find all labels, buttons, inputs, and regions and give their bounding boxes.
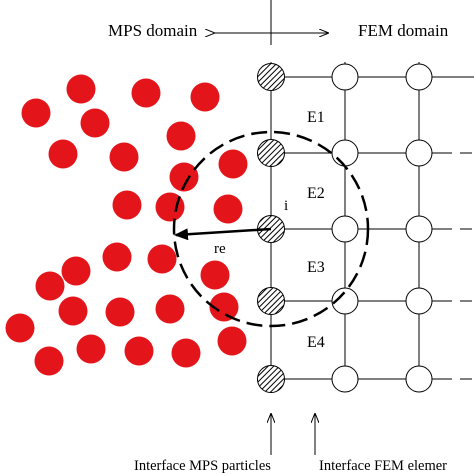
fem-node bbox=[331, 63, 359, 91]
mps-particle bbox=[209, 292, 239, 322]
mps-particle bbox=[80, 108, 110, 138]
mps-particle bbox=[109, 142, 139, 172]
mps-particle bbox=[169, 162, 199, 192]
fem-node bbox=[331, 139, 359, 167]
mps-particle bbox=[76, 334, 106, 364]
mps-particle bbox=[34, 346, 64, 376]
interface-particle bbox=[257, 139, 285, 167]
element-label-e2: E2 bbox=[307, 185, 325, 202]
element-label-e4: E4 bbox=[307, 334, 325, 351]
fem-node bbox=[331, 365, 359, 393]
element-labels: E1 E2 E3 E4 bbox=[307, 109, 325, 351]
influence-circle bbox=[172, 130, 370, 328]
interface-particle bbox=[257, 287, 285, 315]
fem-node bbox=[405, 287, 433, 315]
interface-fem-label: Interface FEM elemer bbox=[319, 458, 447, 474]
mps-particle bbox=[147, 244, 177, 274]
mps-particle bbox=[105, 297, 135, 327]
mps-particle bbox=[200, 260, 230, 290]
fem-nodes bbox=[331, 63, 433, 393]
mps-particle bbox=[171, 338, 201, 368]
mps-domain-label: MPS domain bbox=[108, 21, 198, 40]
mps-particle bbox=[102, 242, 132, 272]
fem-node bbox=[331, 287, 359, 315]
mps-particle bbox=[190, 82, 220, 112]
interface-mps-label: Interface MPS particles bbox=[134, 458, 271, 474]
domain-header: MPS domain FEM domain bbox=[108, 0, 449, 45]
fem-node bbox=[331, 215, 359, 243]
mps-particle bbox=[21, 98, 51, 128]
fem-grid bbox=[270, 62, 474, 392]
mps-particles bbox=[5, 74, 248, 376]
radius-label: re bbox=[214, 241, 226, 257]
mps-particle bbox=[112, 190, 142, 220]
mps-particle bbox=[124, 336, 154, 366]
mps-particle bbox=[131, 78, 161, 108]
element-label-e1: E1 bbox=[307, 109, 325, 126]
mps-particle bbox=[217, 326, 247, 356]
mps-particle bbox=[213, 194, 243, 224]
interface-particle bbox=[257, 63, 285, 91]
mps-particle bbox=[166, 121, 196, 151]
fem-node bbox=[405, 139, 433, 167]
mps-particle bbox=[155, 294, 185, 324]
radius-arrow-icon bbox=[174, 227, 272, 241]
mps-particle bbox=[35, 271, 65, 301]
interface-annotations: Interface MPS particles Interface FEM el… bbox=[134, 414, 447, 474]
mps-particle bbox=[58, 296, 88, 326]
interface-particle bbox=[257, 365, 285, 393]
influence-radius: re i bbox=[172, 130, 370, 328]
fem-node bbox=[405, 215, 433, 243]
fem-node bbox=[405, 365, 433, 393]
fem-node bbox=[405, 63, 433, 91]
mps-particle bbox=[61, 256, 91, 286]
fem-domain-label: FEM domain bbox=[358, 21, 449, 40]
mps-particle bbox=[218, 149, 248, 179]
element-label-e3: E3 bbox=[307, 259, 325, 276]
mps-particle bbox=[66, 74, 96, 104]
mps-particle bbox=[48, 139, 78, 169]
mps-particle bbox=[5, 313, 35, 343]
particle-i-label: i bbox=[284, 198, 288, 214]
